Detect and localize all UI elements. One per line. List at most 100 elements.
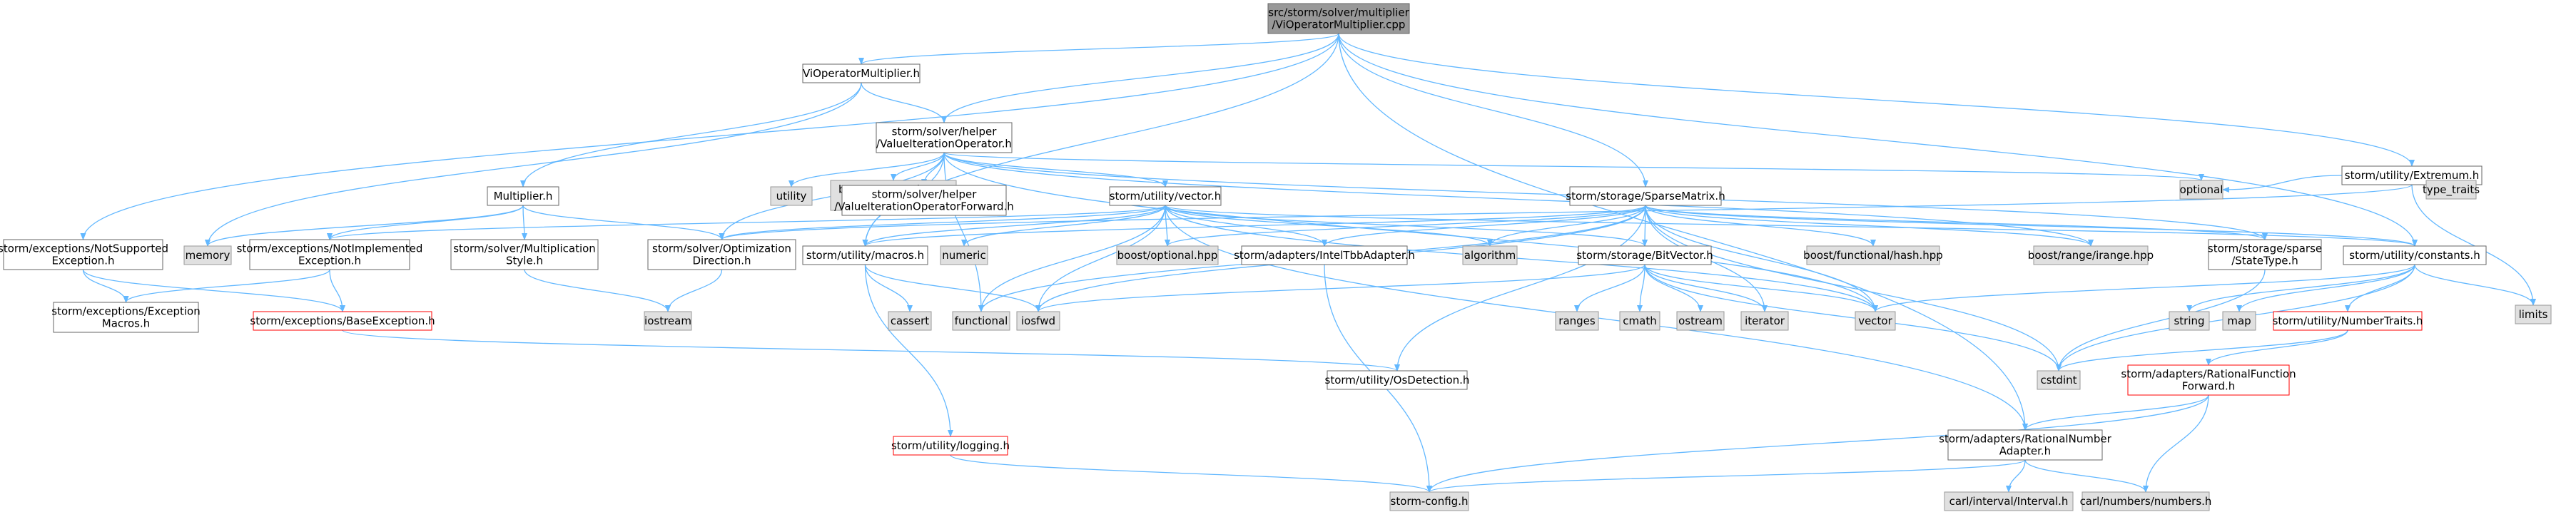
edge-macros_h-to-logging_h bbox=[864, 264, 953, 437]
node-box-iosfwd bbox=[1016, 311, 1060, 331]
node-box-notsupported_h bbox=[3, 239, 163, 270]
node-baseexception_h: storm/exceptions/BaseException.h bbox=[250, 311, 435, 331]
edge-bitvector_h-to-cmath bbox=[1637, 264, 1646, 312]
edge-constants_h-to-limits bbox=[2414, 264, 2536, 306]
node-ranges: ranges bbox=[1555, 311, 1599, 331]
node-label-string-0: string bbox=[2174, 314, 2204, 327]
node-label-root-1: /ViOperatorMultiplier.cpp bbox=[1272, 19, 1406, 31]
node-label-exmacros_h-1: Macros.h bbox=[102, 317, 151, 330]
node-label-rationalfuncfwd_h-1: Forward.h bbox=[2182, 380, 2236, 393]
node-box-extremum_h bbox=[2341, 165, 2483, 185]
node-optional: optional bbox=[2179, 180, 2223, 200]
node-box-vector_h bbox=[1109, 186, 1222, 206]
node-label-vioperatormultiplier_h-0: ViOperatorMultiplier.h bbox=[803, 67, 920, 80]
node-box-cassert bbox=[888, 311, 932, 331]
node-label-vi_forward_h-1: /ValueIterationOperatorForward.h bbox=[834, 200, 1014, 213]
node-label-iterator-0: iterator bbox=[1745, 314, 1785, 327]
node-statetype_h[interactable]: storm/storage/sparse/StateType.h bbox=[2208, 239, 2322, 270]
edge-vioperatormultiplier_h-to-valueiterationoperator_h bbox=[861, 82, 947, 123]
node-box-utility bbox=[770, 186, 813, 206]
node-box-string bbox=[2169, 311, 2210, 331]
node-box-macros_h bbox=[802, 245, 928, 265]
node-macros_h[interactable]: storm/utility/macros.h bbox=[802, 245, 928, 265]
node-label-utility-0: utility bbox=[776, 190, 807, 203]
edge-valueiterationoperator_h-to-boost_irange bbox=[943, 152, 2094, 247]
edge-sparsematrix_h-to-constants_h bbox=[1645, 205, 2418, 247]
edge-bitvector_h-to-ranges bbox=[1574, 264, 1646, 312]
edge-vioperatormultiplier_h-to-multiplier_h bbox=[520, 82, 862, 188]
node-label-limits-0: limits bbox=[2519, 308, 2548, 321]
node-algorithm: algorithm bbox=[1462, 245, 1518, 265]
edge-bitvector_h-to-cstdint bbox=[1644, 264, 2062, 372]
edge-vector_h-to-macros_h bbox=[862, 205, 1166, 247]
node-bitvector_h[interactable]: storm/storage/BitVector.h bbox=[1576, 245, 1713, 265]
edge-baseexception_h-to-osdetection_h bbox=[342, 329, 1400, 372]
edge-constants_h-to-vector bbox=[1872, 264, 2415, 312]
node-label-root-0: src/storm/solver/multiplier bbox=[1268, 6, 1409, 19]
node-vector_h[interactable]: storm/utility/vector.h bbox=[1109, 186, 1222, 206]
edge-notsupported_h-to-baseexception_h bbox=[82, 269, 345, 312]
node-label-rationalfuncfwd_h-0: storm/adapters/RationalFunction bbox=[2121, 368, 2296, 381]
edge-rationalfuncfwd_h-to-carl_numbers bbox=[2143, 394, 2209, 493]
edge-constants_h-to-numbertraits_h bbox=[2345, 264, 2415, 312]
node-iostream: iostream bbox=[644, 311, 692, 331]
edge-root-to-extremum_h bbox=[1338, 33, 2415, 167]
node-valueiterationoperator_h[interactable]: storm/solver/helper/ValueIterationOperat… bbox=[876, 122, 1013, 153]
node-box-numeric bbox=[940, 245, 988, 265]
node-label-notimplemented_h-0: storm/exceptions/NotImplemented bbox=[237, 242, 423, 255]
node-memory: memory bbox=[183, 245, 232, 265]
node-label-vector_h-0: storm/utility/vector.h bbox=[1110, 190, 1222, 203]
node-label-vector-0: vector bbox=[1858, 314, 1892, 327]
edge-sparsematrix_h-to-osdetection_h bbox=[1394, 205, 1646, 372]
node-label-constants_h-0: storm/utility/constants.h bbox=[2349, 249, 2480, 262]
edge-valueiterationoperator_h-to-optional bbox=[943, 152, 2204, 181]
node-label-vi_forward_h-0: storm/solver/helper bbox=[872, 188, 978, 201]
node-type_traits: type_traits bbox=[2423, 180, 2480, 200]
node-inteltbb_h[interactable]: storm/adapters/IntelTbbAdapter.h bbox=[1234, 245, 1415, 265]
edge-macros_h-to-iosfwd bbox=[864, 264, 1041, 312]
node-label-notsupported_h-0: storm/exceptions/NotSupported bbox=[0, 242, 168, 255]
node-sparsematrix_h[interactable]: storm/storage/SparseMatrix.h bbox=[1566, 186, 1725, 206]
node-multiplier_h[interactable]: Multiplier.h bbox=[487, 186, 559, 206]
node-label-statetype_h-0: storm/storage/sparse bbox=[2208, 242, 2322, 255]
node-box-constants_h bbox=[2343, 245, 2487, 265]
node-vi_forward_h[interactable]: storm/solver/helper/ValueIterationOperat… bbox=[834, 185, 1014, 216]
node-label-cstdint-0: cstdint bbox=[2040, 374, 2076, 387]
node-box-optdir_h bbox=[647, 239, 796, 270]
edge-sparsematrix_h-to-boost_irange bbox=[1645, 205, 2094, 247]
node-box-logging_h bbox=[893, 436, 1008, 456]
node-box-cstdint bbox=[2037, 370, 2081, 390]
edge-valueiterationoperator_h-to-utility bbox=[788, 152, 945, 188]
edge-sparsematrix_h-to-boost_hash bbox=[1645, 205, 1876, 247]
node-label-bitvector_h-0: storm/storage/BitVector.h bbox=[1576, 249, 1713, 262]
node-label-rationalnumber_h-0: storm/adapters/RationalNumber bbox=[1939, 433, 2111, 446]
node-label-type_traits-0: type_traits bbox=[2423, 183, 2480, 197]
node-vioperatormultiplier_h[interactable]: ViOperatorMultiplier.h bbox=[802, 63, 921, 83]
node-constants_h[interactable]: storm/utility/constants.h bbox=[2343, 245, 2487, 265]
node-label-iosfwd-0: iosfwd bbox=[1021, 314, 1055, 327]
node-root[interactable]: src/storm/solver/multiplier/ViOperatorMu… bbox=[1267, 3, 1410, 34]
node-box-cmath bbox=[1619, 311, 1660, 331]
node-box-rationalfuncfwd_h bbox=[2127, 364, 2290, 396]
node-box-memory bbox=[183, 245, 232, 265]
node-osdetection_h[interactable]: storm/utility/OsDetection.h bbox=[1325, 370, 1470, 390]
node-label-valueiterationoperator_h-0: storm/solver/helper bbox=[892, 126, 998, 138]
node-label-baseexception_h-0: storm/exceptions/BaseException.h bbox=[250, 314, 435, 327]
node-box-vioperatormultiplier_h bbox=[802, 63, 921, 83]
edge-sparsematrix_h-to-cstdint bbox=[1645, 205, 2062, 372]
edge-sparsematrix_h-to-statetype_h bbox=[1645, 205, 2268, 240]
edge-multiplier_h-to-optdir_h bbox=[522, 205, 725, 240]
node-extremum_h[interactable]: storm/utility/Extremum.h bbox=[2341, 165, 2483, 185]
node-label-ranges-0: ranges bbox=[1558, 314, 1596, 327]
node-box-limits bbox=[2515, 304, 2552, 324]
node-box-ostream bbox=[1676, 311, 1725, 331]
node-carl_interval: carl/interval/Interval.h bbox=[1944, 491, 2074, 511]
node-notimplemented_h[interactable]: storm/exceptions/NotImplementedException… bbox=[237, 239, 423, 270]
edge-extremum_h-to-optional bbox=[2222, 175, 2343, 193]
